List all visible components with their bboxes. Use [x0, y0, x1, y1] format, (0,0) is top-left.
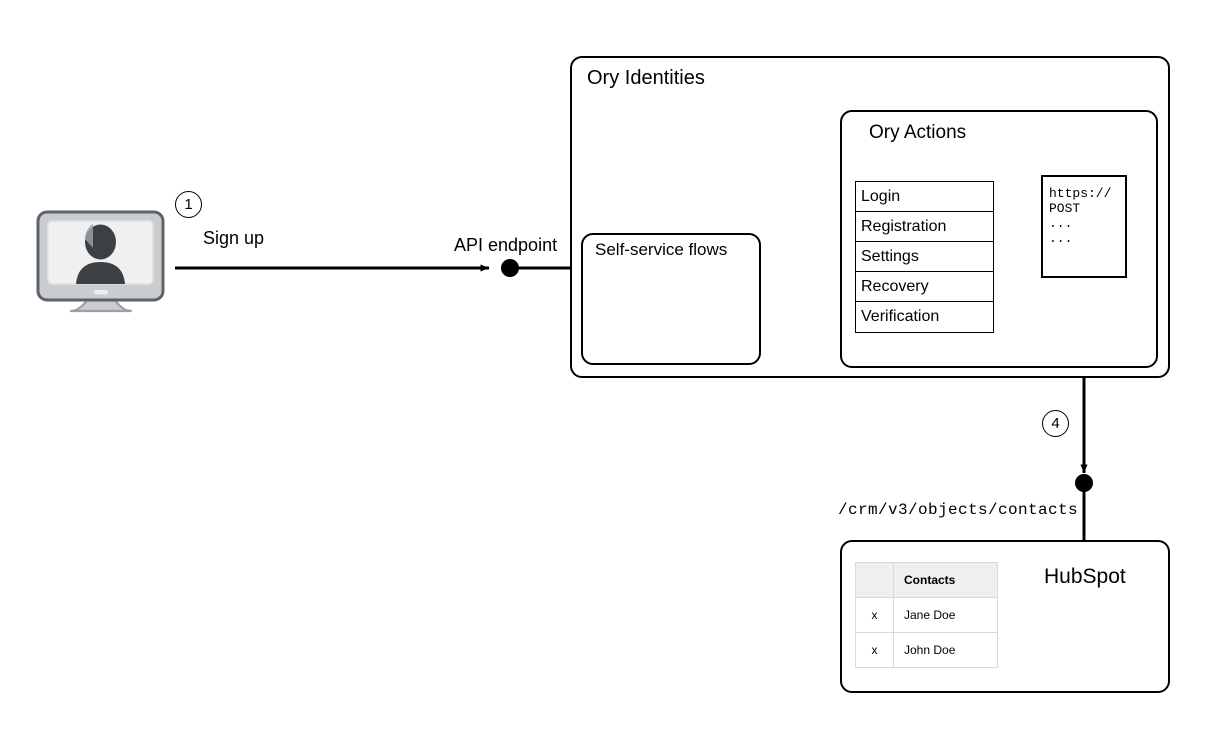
flow-list-item-recovery[interactable]: Recovery — [856, 272, 993, 302]
row-mark: x — [855, 597, 894, 633]
hubspot-title: HubSpot — [1044, 565, 1126, 588]
monitor-user-icon — [35, 209, 166, 319]
webhook-line-ellipsis-1: ... — [1049, 216, 1073, 231]
step-badge-1: 1 — [175, 191, 202, 218]
hubspot-endpoint-path-label: /crm/v3/objects/contacts — [838, 501, 1079, 519]
api-endpoint-node — [501, 259, 572, 277]
ory-actions-title: Ory Actions — [869, 122, 967, 143]
row-mark: x — [855, 632, 894, 668]
flow-list-item-settings[interactable]: Settings — [856, 242, 993, 272]
signup-label: Sign up — [203, 228, 265, 248]
webhook-line-method: POST — [1049, 201, 1081, 216]
api-endpoint-label: API endpoint — [454, 235, 558, 255]
flow-list-item-registration[interactable]: Registration — [856, 212, 993, 242]
ory-identities-title: Ory Identities — [587, 67, 705, 89]
column-header-mark — [855, 562, 894, 598]
flow-list-item-verification[interactable]: Verification — [856, 302, 993, 332]
webhook-request-box: https:// POST ... ... — [1041, 175, 1127, 278]
row-contact-name: Jane Doe — [893, 597, 998, 633]
row-contact-name: John Doe — [893, 632, 998, 668]
contacts-table: Contacts x Jane Doe x John Doe — [855, 562, 998, 668]
flow-list-item-login[interactable]: Login — [856, 182, 993, 212]
self-service-flows-title: Self-service flows — [595, 240, 728, 259]
webhook-line-url: https:// — [1049, 186, 1112, 201]
column-header-contacts: Contacts — [893, 562, 998, 598]
contacts-table-body: x Jane Doe x John Doe — [855, 597, 998, 668]
table-header-row: Contacts — [855, 562, 998, 598]
table-row[interactable]: x Jane Doe — [855, 597, 998, 633]
self-service-flows-box — [581, 233, 761, 365]
step-badge-4: 4 — [1042, 410, 1069, 437]
self-service-flow-list: Login Registration Settings Recovery Ver… — [855, 181, 994, 333]
webhook-line-ellipsis-2: ... — [1049, 231, 1073, 246]
contacts-table-head: Contacts — [855, 562, 998, 598]
table-row[interactable]: x John Doe — [855, 632, 998, 668]
